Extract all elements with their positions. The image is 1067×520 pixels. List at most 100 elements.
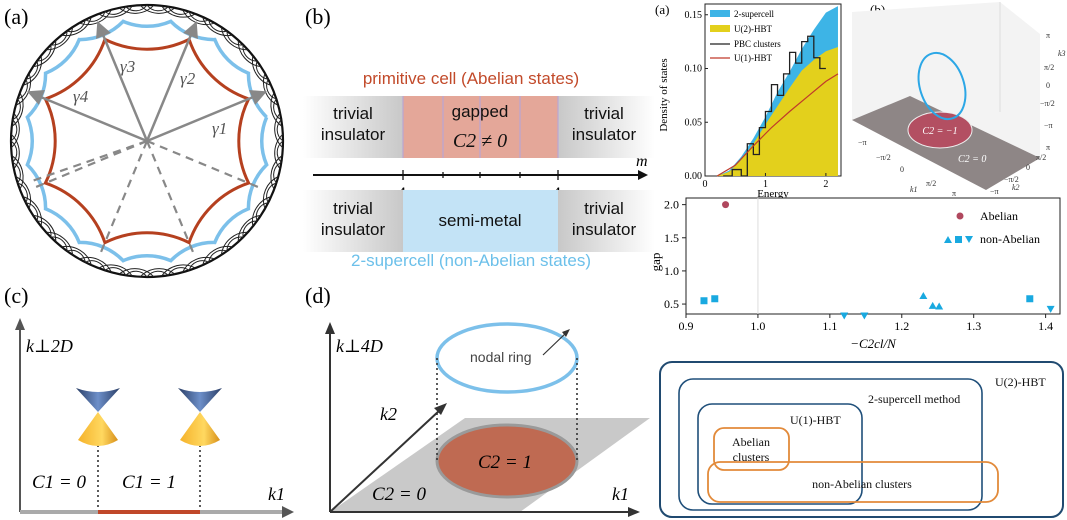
- top-right-line2: insulator: [572, 125, 637, 144]
- d-chern-disk: [435, 423, 579, 499]
- boundary-arc: [276, 119, 284, 142]
- boundary-arc-large: [46, 231, 74, 255]
- legend-square: [955, 236, 962, 243]
- vector-line: [145, 34, 193, 142]
- gap-xtick-label: 0.9: [679, 319, 694, 333]
- gamma1-label: γ1: [212, 119, 227, 138]
- c-y-label: k⊥2D: [26, 336, 73, 356]
- boundary-arc-large: [202, 245, 233, 266]
- nonabelian-tri-up: [928, 301, 937, 309]
- boundary-arc: [276, 140, 284, 163]
- boundary-arc-large: [22, 196, 43, 227]
- dashed-vector: [145, 140, 194, 253]
- bottom-right-line2: insulator: [572, 220, 637, 239]
- dos-xtick-label: 2: [823, 179, 828, 190]
- boundary-arc: [36, 220, 52, 238]
- 3d-inner-chern: C2 = −1: [922, 126, 957, 137]
- legend-nonabelian: non-Abelian: [980, 232, 1040, 246]
- dos-ytick-label: 0.10: [685, 64, 703, 75]
- d-inner-chern: C2 = 1: [478, 452, 532, 473]
- gap-ylabel: gap: [648, 253, 663, 272]
- k3-label: k3: [1058, 49, 1066, 58]
- dos-xtick-label: 0: [703, 179, 708, 190]
- left-tick-5: π: [952, 189, 956, 198]
- boundary-arc: [266, 182, 277, 203]
- boundary-arc: [25, 202, 39, 222]
- boundary-arc-large: [10, 133, 20, 170]
- dos-plot-area: [716, 6, 839, 177]
- nonabelian-tri-up: [935, 302, 944, 310]
- gap-frame: [685, 197, 1061, 315]
- gap-xtick-label: 1.3: [966, 319, 981, 333]
- left-tick-3: 0: [900, 165, 904, 174]
- boundary-arc-large: [98, 264, 133, 277]
- bottom-left-region: [303, 190, 403, 252]
- top-strip-title: primitive cell (Abelian states): [363, 69, 579, 88]
- right-tick-2: π/2: [1036, 153, 1046, 162]
- boundary-arc: [242, 44, 258, 62]
- dos-xlabel: Energy: [757, 188, 789, 200]
- c-left-chern: C1 = 0: [32, 472, 86, 493]
- k2-label-3d: k2: [1012, 183, 1020, 192]
- top-right-line1: trivial: [584, 104, 624, 123]
- boundary-arc-large: [270, 92, 283, 127]
- boundary-arc-large: [274, 133, 284, 170]
- boundary-arc-large: [262, 176, 279, 209]
- d-x-axis-arrow: [628, 507, 640, 517]
- boundary-arc-large: [139, 268, 176, 278]
- venn-u1: [697, 403, 863, 505]
- boundary-arc: [167, 6, 190, 15]
- legend-abelian-marker: [956, 212, 964, 220]
- boundary-arc: [10, 140, 18, 163]
- gap-xtick-label: 1.0: [750, 319, 765, 333]
- boundary-arc-large: [251, 55, 272, 86]
- dos-ytick-label: 0.15: [685, 10, 703, 21]
- m-axis-ticks: [402, 170, 559, 180]
- dashed-vector: [31, 139, 148, 183]
- legend-tri-up: [944, 236, 952, 243]
- bottom-left-line2: insulator: [321, 220, 386, 239]
- boundary-arc-large: [220, 231, 248, 255]
- boundary-arc-large: [61, 16, 92, 37]
- boundary-arc: [125, 270, 148, 278]
- boundary-arc: [273, 98, 282, 121]
- panel-label-c: (c): [4, 283, 28, 308]
- c-y-axis-arrow: [15, 318, 25, 330]
- vector-line: [40, 95, 148, 143]
- gap-xlabel: −C2cl/N: [850, 336, 897, 351]
- panel-label-d: (d): [305, 283, 331, 308]
- venn-abelian: [713, 427, 790, 471]
- bottom-right-region: [558, 190, 655, 252]
- legend-pbc: PBC clusters: [734, 39, 781, 49]
- boundary-arc: [188, 11, 209, 22]
- left-tick-2: −π/2: [876, 153, 891, 162]
- boundary-arc-large: [98, 5, 133, 18]
- top-center-line2: C2 ≠ 0: [453, 130, 507, 152]
- boundary-arc: [167, 267, 190, 276]
- dashed-vector: [100, 140, 149, 253]
- d-y-label: k⊥4D: [336, 336, 383, 356]
- z-tick-5: −π: [1044, 121, 1053, 130]
- legend-u2: U(2)-HBT: [734, 24, 772, 34]
- top-right-region: [558, 96, 655, 158]
- d-ring-pointer-head: [562, 329, 570, 337]
- nonabelian-square: [1026, 295, 1034, 303]
- boundary-arc-large: [11, 155, 24, 190]
- k1-label-3d: k1: [910, 185, 918, 194]
- boundary-arc-large: [139, 4, 176, 14]
- vector-arrowhead: [96, 21, 111, 39]
- venn-outer-label: U(2)-HBT: [995, 375, 1046, 389]
- venn-second-label: 2-supercell method: [868, 392, 960, 406]
- vector-arrowhead: [27, 90, 45, 105]
- boundary-arc: [242, 220, 258, 238]
- boundary-arc-large: [79, 256, 112, 273]
- panel-d: (d) k⊥4D k2 k1 nodal ring C2 = 0 C2 = 1: [305, 283, 650, 517]
- bottom-right-line1: trivial: [584, 199, 624, 218]
- d-ring-pointer: [542, 331, 568, 356]
- venn-third-label: U(1)-HBT: [790, 413, 841, 427]
- gap-xtick-label: 1.2: [894, 319, 909, 333]
- z-tick-1: π: [1046, 31, 1050, 40]
- d-k1-label: k1: [612, 484, 629, 504]
